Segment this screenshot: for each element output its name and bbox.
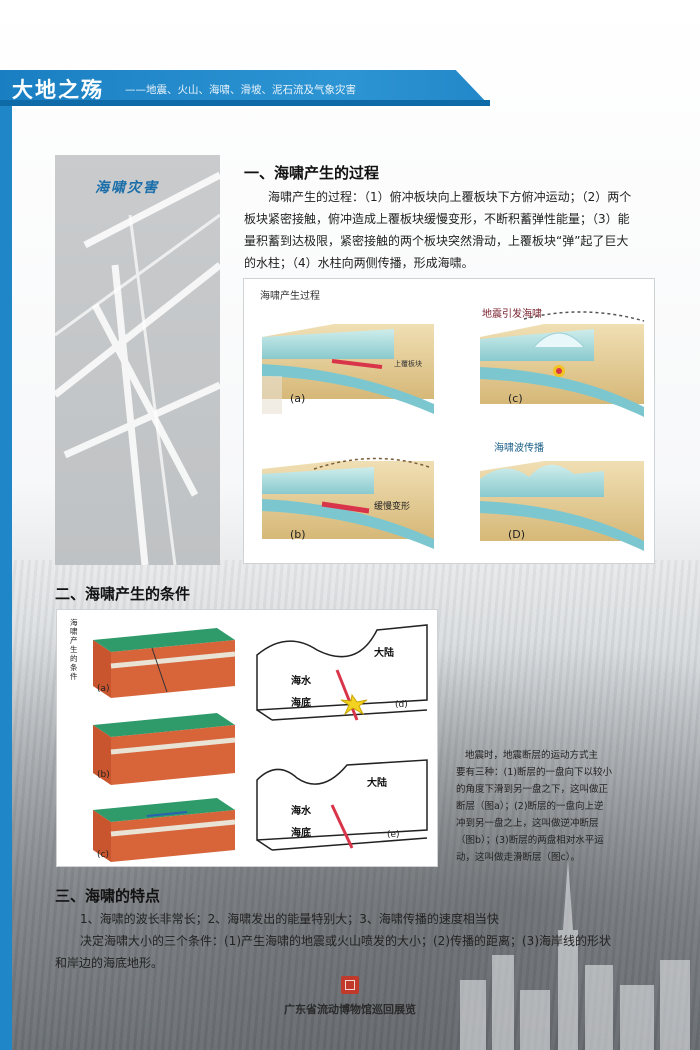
section1-line: 板块紧密接触，俯冲造成上覆板块缓慢变形，不断积蓄弹性能量；（3）能 (244, 212, 630, 226)
land-label-d: 大陆 (374, 648, 394, 659)
fault-diagram (93, 624, 428, 862)
fault-note-line: 的角度下滑到另一盘之下，这叫做正 (456, 784, 609, 795)
upper-plate-label: 上覆板块 (394, 360, 422, 368)
section3-line: 和岸边的海底地形。 (55, 956, 164, 970)
process-panel-d (480, 461, 644, 551)
fault-note-line: 要有三种：(1)断层的一盘向下以较小 (456, 767, 612, 778)
quake-wave-label: 地震引发海啸 (482, 309, 542, 320)
section1-line: 量积蓄到达极限，紧密接触的两个板块突然滑动，上覆板块“弹”起了巨大 (244, 234, 629, 248)
seawater-label-d: 海水 (291, 676, 311, 687)
seawater-label-e: 海水 (291, 806, 311, 817)
process-panel-c (480, 311, 645, 417)
wave-spread-label: 海啸波传播 (494, 443, 544, 454)
tsunami-process-figure: 海啸产生过程 (243, 278, 655, 564)
fault-note-line: 动，这叫做走滑断层（图c）。 (456, 852, 580, 863)
section1-line: 海啸产生的过程：（1）俯冲板块向上覆板块下方俯冲运动；（2）两个 (268, 190, 632, 204)
fault-panel-a-label: (a) (97, 684, 110, 694)
process-panel-d-label: (D) (508, 528, 526, 541)
side-panel-label: 海啸灾害 (95, 180, 159, 196)
process-panel-a-label: (a) (290, 392, 306, 405)
fault-note-line: 冲到另一盘之上，这叫做逆冲断层 (456, 818, 599, 829)
footer-text: 广东省流动博物馆巡回展览 (284, 1003, 416, 1016)
seafloor-label-d: 海底 (291, 698, 311, 709)
section3-line: 1、海啸的波长非常长；2、海啸发出的能量特别大；3、海啸传播的速度相当快 (80, 912, 499, 926)
section2-heading: 二、海啸产生的条件 (55, 585, 191, 603)
fault-note-line: 地震时，地震断层的运动方式主 (465, 750, 599, 761)
fault-conditions-figure: 海啸产生的条件 (a) (b) (c) (d) (e) 大陆 海水 海底 大陆 … (56, 609, 438, 867)
fault-panel-e-label: (e) (387, 830, 400, 840)
sea-block-e (256, 759, 428, 851)
fault-vertical-label: 海啸产生的条件 (70, 618, 78, 681)
fault-panel-c-label: (c) (97, 850, 109, 860)
section1-line: 的水柱；（4）水柱向两侧传播，形成海啸。 (244, 256, 474, 270)
section3-line: 决定海啸大小的三个条件：(1)产生海啸的地震或火山喷发的大小；(2)传播的距离；… (80, 934, 611, 948)
skyline-silhouette (460, 860, 690, 1050)
process-panel-a (262, 324, 434, 414)
tsunami-process-diagram (262, 311, 645, 551)
side-panel: 海啸灾害 (55, 155, 220, 565)
fault-block-b (93, 713, 236, 785)
left-accent-bar (0, 106, 12, 1050)
slow-deform-label: 缓慢变形 (374, 502, 411, 512)
fault-block-c (93, 798, 236, 862)
sea-block-d (256, 624, 428, 721)
page-subtitle: ——地震、火山、海啸、滑坡、泥石流及气象灾害 (125, 84, 356, 96)
process-panel-b-label: (b) (290, 528, 306, 541)
decorative-lines (55, 171, 220, 565)
museum-seal-icon (341, 976, 359, 994)
section1-heading: 一、海啸产生的过程 (244, 164, 380, 182)
land-label-e: 大陆 (367, 778, 387, 789)
process-panel-b (262, 457, 434, 549)
fault-note-line: （图b）；(3)断层的两盘相对水平运 (456, 835, 604, 846)
figure-title: 海啸产生过程 (260, 291, 320, 302)
seafloor-label-e: 海底 (291, 828, 311, 839)
fault-panel-b-label: (b) (97, 770, 110, 780)
fault-panel-d-label: (d) (395, 700, 408, 710)
section3-heading: 三、海啸的特点 (55, 887, 161, 905)
fault-note-line: 断层（图a）；(2)断层的一盘向上逆 (456, 801, 604, 812)
header-strip (0, 100, 490, 106)
process-panel-c-label: (c) (508, 392, 523, 405)
section1-paragraph: 海啸产生的过程：（1）俯冲板块向上覆板块下方俯冲运动；（2）两个 (244, 186, 664, 208)
fault-block-a (93, 628, 236, 698)
page-title: 大地之殇 (12, 77, 104, 102)
